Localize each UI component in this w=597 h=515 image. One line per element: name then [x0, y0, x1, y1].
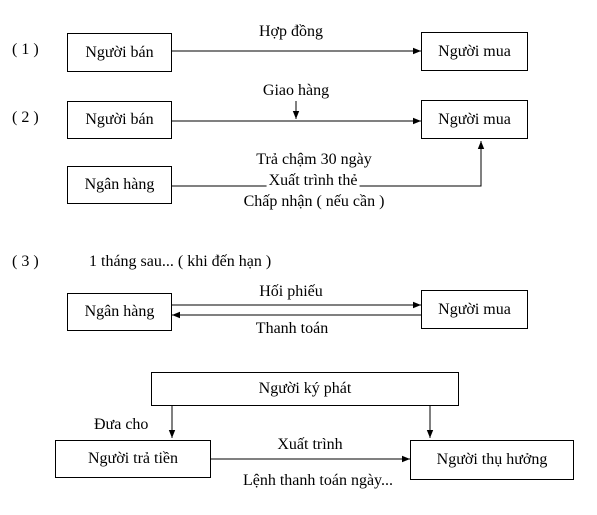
buyer-box-1: Người mua: [421, 32, 528, 71]
buyer-box-3: Người mua: [421, 290, 528, 329]
seller-box-2: Người bán: [67, 101, 172, 139]
present-label: Xuất trình: [277, 436, 343, 453]
beneficiary-box: Người thụ hưởng: [410, 440, 574, 480]
section-3-number: ( 3 ): [12, 253, 39, 270]
note-line-1: Trả chậm 30 ngày: [256, 151, 372, 168]
section-1-number: ( 1 ): [12, 41, 39, 58]
delivery-label: Giao hàng: [262, 82, 330, 99]
bank-box-3: Ngân hàng: [67, 293, 172, 331]
beneficiary-label: Người thụ hưởng: [436, 451, 548, 468]
drawer-label: Người ký phát: [258, 380, 352, 397]
payer-box: Người trả tiền: [55, 440, 211, 478]
seller-label: Người bán: [85, 43, 154, 61]
payer-label: Người trả tiền: [88, 450, 178, 467]
note-line-3: Chấp nhận ( nếu cần ): [243, 193, 385, 210]
bank-label: Ngân hàng: [84, 303, 155, 320]
buyer-label: Người mua: [438, 300, 511, 318]
seller-label: Người bán: [85, 111, 154, 128]
section-2-number: ( 2 ): [12, 109, 39, 126]
bank-label: Ngân hàng: [84, 176, 155, 193]
payment-label: Thanh toán: [255, 320, 329, 337]
note-line-2: Xuất trình thẻ: [266, 172, 360, 190]
bill-label: Hối phiếu: [259, 283, 323, 300]
buyer-label: Người mua: [438, 42, 511, 60]
order-label: Lệnh thanh toán ngày...: [242, 472, 394, 489]
buyer-label: Người mua: [438, 110, 511, 128]
contract-label: Hợp đồng: [258, 23, 324, 40]
buyer-box-2: Người mua: [421, 100, 528, 139]
drawer-box: Người ký phát: [151, 372, 459, 406]
section-3-caption: 1 tháng sau... ( khi đến hạn ): [89, 253, 272, 270]
give-label: Đưa cho: [94, 416, 149, 433]
seller-box-1: Người bán: [67, 33, 172, 72]
bank-box-2: Ngân hàng: [67, 166, 172, 204]
